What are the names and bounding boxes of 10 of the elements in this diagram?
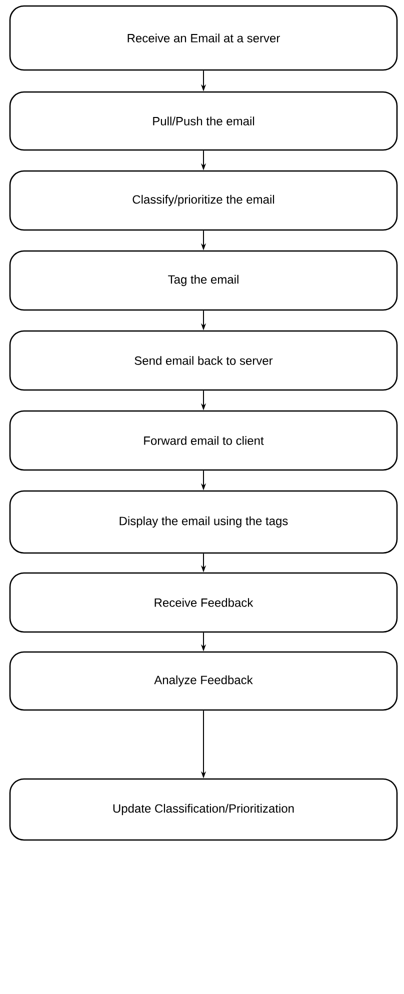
process-box: Receive Feedback [9,572,398,633]
process-box: Pull/Push the email [9,91,398,151]
process-box: Classify/prioritize the email [9,170,398,231]
process-box: Analyze Feedback [9,651,398,711]
process-box: Forward email to client [9,410,398,471]
process-box: Receive an Email at a server [9,5,398,71]
process-box: Update Classification/Prioritization [9,778,398,841]
process-box: Send email back to server [9,330,398,391]
process-box: Tag the email [9,250,398,311]
process-box: Display the email using the tags [9,490,398,554]
